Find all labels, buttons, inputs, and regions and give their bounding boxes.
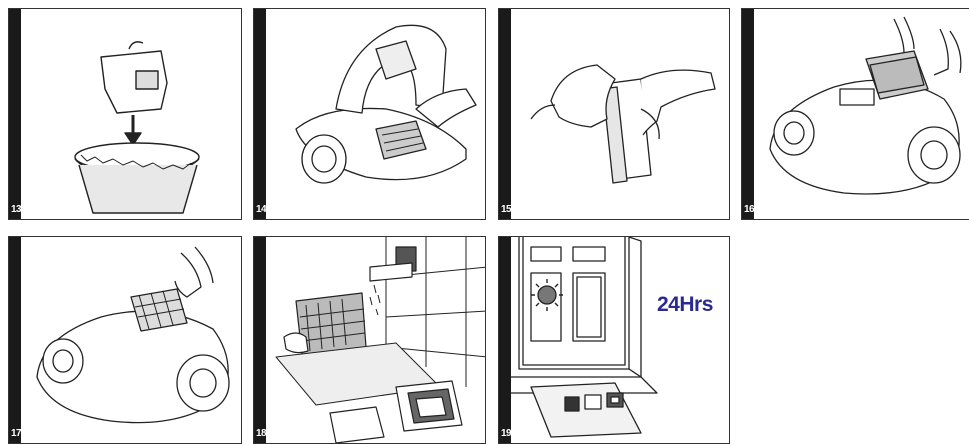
step-number: 16 xyxy=(744,204,754,215)
vacuum-insert-filter-illustration xyxy=(21,237,242,444)
step-17-panel: 17 xyxy=(8,236,242,444)
drying-time-caption: 24Hrs xyxy=(657,293,713,317)
step-marker-bar xyxy=(9,9,21,219)
step-number: 14 xyxy=(256,204,266,215)
step-19-panel: 19 24Hrs xyxy=(498,236,730,444)
step-number: 18 xyxy=(256,428,266,439)
step-number: 15 xyxy=(501,204,511,215)
step-number: 19 xyxy=(501,428,511,439)
step-marker-bar xyxy=(499,9,511,219)
step-number: 17 xyxy=(11,428,21,439)
step-16-panel: 16 xyxy=(741,8,969,220)
step-marker-bar xyxy=(254,237,266,443)
step-14-panel: 14 xyxy=(253,8,486,220)
sun-icon xyxy=(538,286,556,304)
step-13-panel: 13 xyxy=(8,8,242,220)
filter-cleaning-hands-illustration xyxy=(511,9,730,220)
step-18-panel: 18 xyxy=(253,236,486,444)
step-marker-bar xyxy=(499,237,511,443)
step-15-panel: 15 xyxy=(498,8,730,220)
vacuum-remove-filter-illustration xyxy=(754,9,969,220)
open-vacuum-filter-illustration xyxy=(266,9,486,220)
dry-filter-by-window-illustration xyxy=(511,237,730,444)
step-marker-bar xyxy=(742,9,754,219)
step-marker-bar xyxy=(254,9,266,219)
step-marker-bar xyxy=(9,237,21,443)
step-number: 13 xyxy=(11,204,21,215)
rinse-filter-under-tap-illustration xyxy=(266,237,486,444)
bag-into-bin-illustration xyxy=(21,9,242,220)
